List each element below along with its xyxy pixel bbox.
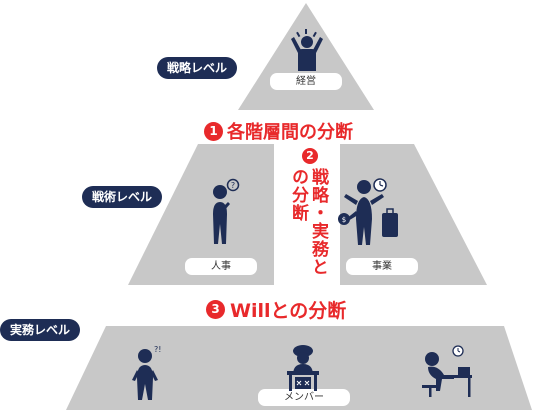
box-label-management: 経営	[270, 73, 342, 90]
sleeping-person-icon	[422, 345, 472, 397]
tier-middle-left	[128, 144, 274, 285]
divide-text-3: Willとの分断	[230, 300, 347, 322]
divide-number-2: 2	[302, 148, 318, 164]
svg-text:$: $	[342, 216, 346, 224]
stressed-person-icon	[291, 29, 323, 71]
divide-title-1: 1 各階層間の分断	[204, 118, 353, 144]
divide-text-1: 各階層間の分断	[227, 122, 353, 143]
overworked-desk-person-icon	[287, 345, 319, 391]
level-label-strategy: 戦略レベル	[157, 57, 238, 79]
svg-text:?: ?	[231, 181, 235, 190]
svg-text:?!: ?!	[154, 345, 161, 354]
box-label-business: 事業	[346, 258, 418, 275]
thinking-person-icon: ?	[213, 178, 240, 244]
box-label-hr: 人事	[185, 258, 257, 275]
divide-title-3: 3 Willとの分断	[206, 296, 346, 323]
divide-number-3: 3	[206, 300, 225, 319]
confused-person-icon: ?!	[132, 345, 161, 400]
busy-multitasking-person-icon: $	[338, 178, 398, 245]
level-label-tactics: 戦術レベル	[82, 186, 163, 208]
level-label-operations: 実務レベル	[0, 319, 81, 341]
divide-text-2: 戦略・実務との分断	[288, 168, 328, 276]
box-label-member: メンバー	[258, 389, 350, 406]
divide-number-1: 1	[204, 121, 223, 141]
